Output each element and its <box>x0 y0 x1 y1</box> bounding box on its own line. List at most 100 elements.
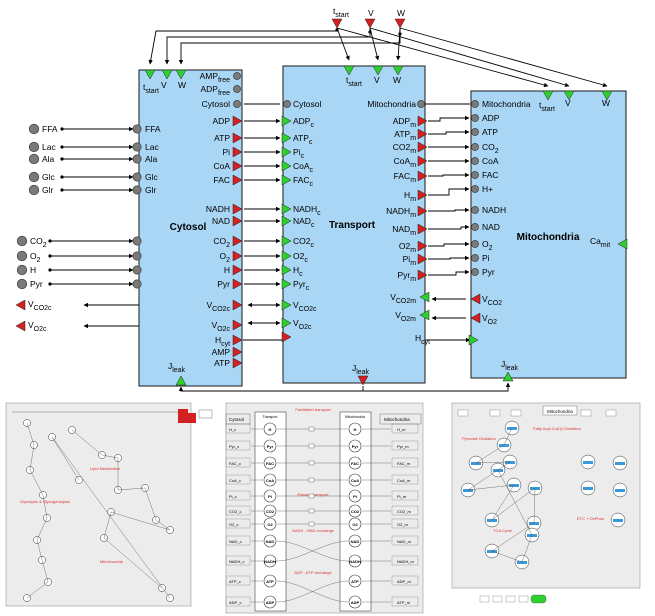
cytosol-in-port-co2[interactable] <box>132 236 142 246</box>
transport-in-port-hc[interactable] <box>281 264 292 276</box>
cytosol-in-port-pyr[interactable] <box>132 279 142 289</box>
transport-vport-vco2m[interactable] <box>419 291 430 303</box>
mitochondria-ca-port[interactable] <box>617 238 628 250</box>
cytosol-out-port-fac[interactable] <box>232 174 243 186</box>
cytosol-block[interactable] <box>138 69 243 387</box>
transport-out-port-mitochondria[interactable] <box>417 100 425 108</box>
transport-out-port-hm[interactable] <box>417 189 428 201</box>
cytosol-out-port-nad[interactable] <box>232 215 243 227</box>
mitochondria-in-port-fac[interactable] <box>471 171 479 179</box>
mitochondria-in-port-nadh[interactable] <box>471 206 479 214</box>
transport-in-port-vco2c[interactable] <box>281 299 292 311</box>
source-co2-node[interactable] <box>16 235 28 247</box>
source-pyr-node[interactable] <box>16 278 28 290</box>
mitochondria-in-port-co2[interactable] <box>471 143 479 151</box>
mitochondria-in-port-mitochondria[interactable] <box>471 100 479 108</box>
cytosol-out-port-amp[interactable] <box>232 346 243 358</box>
transport-out-port-facm[interactable] <box>417 170 428 182</box>
transport-out-port-o2m[interactable] <box>417 240 428 252</box>
mitochondria-in-port-pyr[interactable] <box>471 268 479 276</box>
transport-top-port-t[interactable] <box>343 65 355 76</box>
cytosol-out-port-vo2c[interactable] <box>232 319 243 331</box>
transport-hcyt-port[interactable] <box>281 331 292 343</box>
cytosol-in-port-h[interactable] <box>132 265 142 275</box>
transport-in-port-pic[interactable] <box>281 146 292 158</box>
cytosol-top-port-w[interactable] <box>175 69 187 80</box>
cytosol-out-port-atp[interactable] <box>232 357 243 369</box>
cytosol-out-port-coa[interactable] <box>232 160 243 172</box>
cytosol-in-port-glc[interactable] <box>132 172 142 182</box>
mitochondria-in-port-nad[interactable] <box>471 223 479 231</box>
mitochondria-in-port-coa[interactable] <box>471 157 479 165</box>
transport-out-port-atpm[interactable] <box>417 128 428 140</box>
mitochondria-top-port-v[interactable] <box>563 90 575 101</box>
mitochondria-top-port-w[interactable] <box>601 90 613 101</box>
source-ffa-node[interactable] <box>28 123 40 135</box>
top-input-v-source[interactable] <box>364 18 376 29</box>
transport-in-port-o2c[interactable] <box>281 250 292 262</box>
transport-top-port-w[interactable] <box>392 65 404 76</box>
transport-out-port-pyrm[interactable] <box>417 269 428 281</box>
cytosol-out-port-hcyt[interactable] <box>232 334 243 346</box>
cytosol-out-port-atp[interactable] <box>232 132 243 144</box>
cytosol-in-port-o2[interactable] <box>132 251 142 261</box>
transport-in-port-pyrc[interactable] <box>281 278 292 290</box>
transport-vport-vo2m[interactable] <box>419 309 430 321</box>
cytosol-in-port-ala[interactable] <box>132 154 142 164</box>
mitochondria-hcyt-port[interactable] <box>468 334 479 346</box>
mitochondria-in-port-atp[interactable] <box>471 128 479 136</box>
thumbnail-mitochondria-subsystem[interactable] <box>451 402 641 589</box>
mitochondria-in-port-o2[interactable] <box>471 240 479 248</box>
transport-out-port-coam[interactable] <box>417 155 428 167</box>
mitochondria-top-port-t[interactable] <box>542 90 554 101</box>
transport-out-port-pim[interactable] <box>417 253 428 265</box>
source-lac-node[interactable] <box>28 141 40 153</box>
output-vo2c-port[interactable] <box>15 320 26 332</box>
source-o2-node[interactable] <box>16 250 28 262</box>
thumbnail-cytosol-subsystem[interactable] <box>5 402 192 607</box>
source-h-node[interactable] <box>16 264 28 276</box>
mitochondria-in-port-adp[interactable] <box>471 114 479 122</box>
transport-in-port-coac[interactable] <box>281 160 292 172</box>
cytosol-jleak-port[interactable] <box>175 375 187 386</box>
transport-out-port-co2m[interactable] <box>417 141 428 153</box>
transport-in-port-cytosol[interactable] <box>283 100 291 108</box>
cytosol-out-port-pyr[interactable] <box>232 278 243 290</box>
mitochondria-jleak-port[interactable] <box>502 371 514 382</box>
cytosol-out-port-o2[interactable] <box>232 250 243 262</box>
transport-top-port-v[interactable] <box>372 65 384 76</box>
source-glr-node[interactable] <box>28 184 40 196</box>
transport-out-port-nadm[interactable] <box>417 223 428 235</box>
cytosol-top-port-v[interactable] <box>161 69 173 80</box>
cytosol-in-port-ffa[interactable] <box>132 124 142 134</box>
transport-in-port-atpc[interactable] <box>281 132 292 144</box>
transport-in-port-facc[interactable] <box>281 174 292 186</box>
cytosol-out-port-h[interactable] <box>232 264 243 276</box>
cytosol-in-port-glr[interactable] <box>132 185 142 195</box>
mitochondria-in-port-pi[interactable] <box>471 254 479 262</box>
source-ala-node[interactable] <box>28 153 40 165</box>
transport-in-port-nadhc[interactable] <box>281 203 292 215</box>
transport-in-port-vo2c[interactable] <box>281 317 292 329</box>
cytosol-out-port-adpfree[interactable] <box>233 85 241 93</box>
transport-jleak-port[interactable] <box>357 375 369 386</box>
transport-block[interactable] <box>282 65 426 384</box>
top-input-w-source[interactable] <box>394 18 406 29</box>
cytosol-top-port-t[interactable] <box>144 69 156 80</box>
cytosol-out-port-adp[interactable] <box>232 115 243 127</box>
cytosol-out-port-ampfree[interactable] <box>233 72 241 80</box>
top-input-t-source[interactable] <box>331 18 343 29</box>
cytosol-out-port-vco2c[interactable] <box>232 299 243 311</box>
cytosol-out-port-nadh[interactable] <box>232 203 243 215</box>
transport-out-port-adpm[interactable] <box>417 115 428 127</box>
transport-in-port-nadc[interactable] <box>281 215 292 227</box>
cytosol-out-port-cytosol[interactable] <box>233 100 241 108</box>
cytosol-in-port-lac[interactable] <box>132 142 142 152</box>
cytosol-out-port-co2[interactable] <box>232 235 243 247</box>
cytosol-out-port-pi[interactable] <box>232 146 243 158</box>
transport-in-port-co2c[interactable] <box>281 235 292 247</box>
mitochondria-in-port-h[interactable] <box>471 185 479 193</box>
mitochondria-vport-vo2[interactable] <box>470 312 481 324</box>
transport-out-port-nadhm[interactable] <box>417 205 428 217</box>
source-glc-node[interactable] <box>28 171 40 183</box>
